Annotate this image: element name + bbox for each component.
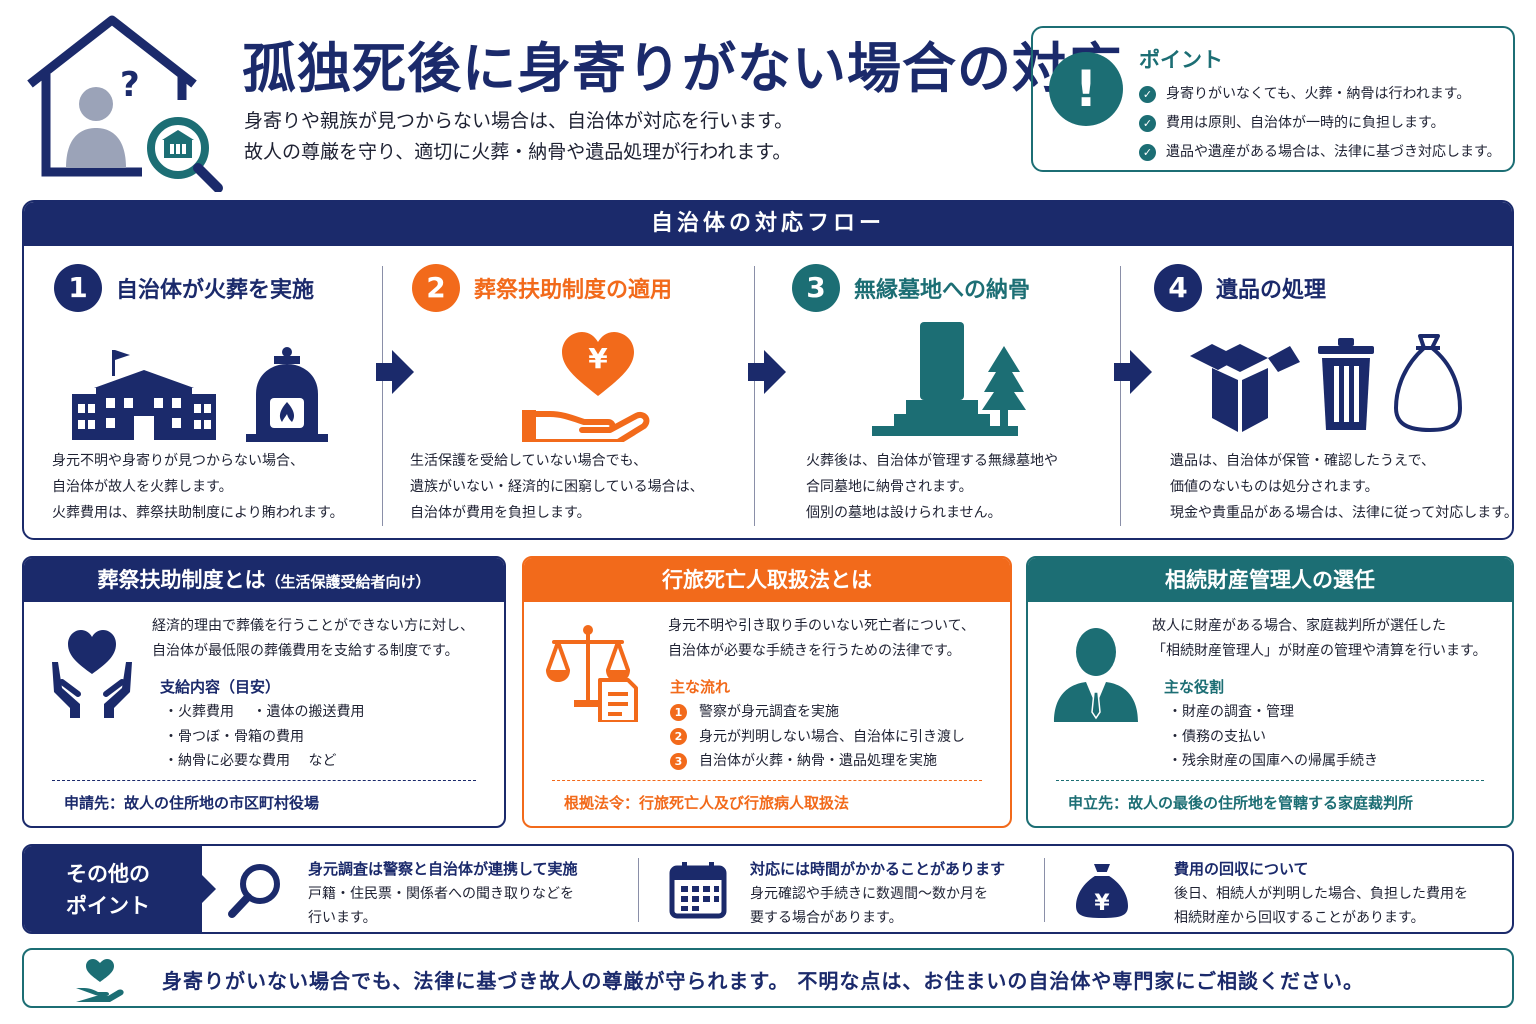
other-point-text: 後日、相続人が判明した場合、負担した費用を 相続財産から回収することがあります。: [1174, 886, 1468, 926]
heart-yen-hand-icon: ¥: [522, 332, 650, 442]
other-point-item: 身元調査は警察と自治体が連携して実施 戸籍・住民票・関係者への聞き取りなどを 行…: [224, 846, 644, 932]
card-title: 葬祭扶助制度とは（生活保護受給者向け）: [24, 558, 504, 602]
other-point-text: 身元確認や手続きに数週間〜数か月を 要する場合があります。: [750, 886, 988, 926]
card-divider: [1056, 780, 1484, 781]
step-title: 自治体が火葬を実施: [116, 278, 315, 303]
house-person-search-icon: ?: [27, 15, 223, 192]
card-list: ・火葬費用 ・遺体の搬送費用 ・骨つぼ・骨箱の費用 ・納骨に必要な費用 など: [164, 700, 364, 774]
point-list: ✓身寄りがいなくても、火葬・納骨は行われます。 ✓費用は原則、自治体が一時的に負…: [1139, 80, 1501, 167]
point-title: ポイント: [1139, 48, 1223, 72]
step-description: 遺品は、自治体が保管・確認したうえで、 価値のないものは処分されます。 現金や貴…: [1170, 453, 1514, 521]
flow-step-2: 2 葬祭扶助制度の適用 ¥ 生活保護を受給していない場合でも、 遺族がいない・経…: [382, 246, 752, 538]
step-description: 身元不明や身寄りが見つからない場合、 自治体が故人を火葬します。 火葬費用は、葬…: [52, 453, 344, 521]
flow-step-4: 4 遺品の処理 遺品は、自治体が保管・確認したうえで、 価値のないものは処分され…: [1120, 246, 1514, 538]
step-title: 葬祭扶助制度の適用: [474, 278, 673, 303]
point-box: ! ポイント ✓身寄りがいなくても、火葬・納骨は行われます。 ✓費用は原則、自治…: [1031, 26, 1515, 172]
card-title: 行旅死亡人取扱法とは: [524, 558, 1010, 602]
page-title: 孤独死後に身寄りがない場合の対応: [242, 37, 1122, 100]
card-footer: 申請先：故人の住所地の市区町村役場: [64, 794, 320, 812]
point-item: ✓身寄りがいなくても、火葬・納骨は行われます。: [1139, 80, 1501, 109]
city-hall-cremation-icon: [72, 347, 328, 442]
card-description: 故人に財産がある場合、家庭裁判所が選任した 「相続財産管理人」が財産の管理や清算…: [1152, 618, 1487, 659]
step-description: 生活保護を受給していない場合でも、 遺族がいない・経済的に困窮している場合は、 …: [410, 453, 704, 521]
step-divider: [382, 266, 383, 526]
check-icon: ✓: [1139, 115, 1156, 132]
step-title: 無縁墓地への納骨: [854, 278, 1031, 303]
page-subtitle: 身寄りや親族が見つからない場合は、自治体が対応を行います。 故人の尊厳を守り、適…: [244, 110, 794, 163]
footer-banner: 身寄りがいない場合でも、法律に基づき故人の尊厳が守られます。 不明な点は、お住ま…: [22, 948, 1514, 1008]
step-number: 3: [792, 264, 840, 312]
point-item: ✓遺品や遺産がある場合は、法律に基づき対応します。: [1139, 138, 1501, 167]
list-item: ・残余財産の国庫への帰属手続き: [1168, 753, 1378, 769]
card-description: 経済的理由で葬儀を行うことができない方に対し、 自治体が最低限の葬儀費用を支給す…: [152, 618, 474, 659]
gravestone-tree-icon: [872, 322, 1026, 436]
flow-arrow-icon: [1114, 350, 1152, 394]
flow-step-3: 3 無縁墓地への納骨 火葬後は、自治体が管理する無縁墓地や 合同墓地に納骨されま…: [754, 246, 1124, 538]
card-description: 身元不明や引き取り手のいない死亡者について、 自治体が必要な手続きを行うための法…: [668, 618, 975, 659]
other-point-title: 身元調査は警察と自治体が連携して実施: [308, 860, 578, 878]
heart-hands-icon: [52, 630, 132, 718]
box-trash-bag-icon: [1190, 334, 1462, 432]
step-number: 4: [1154, 264, 1202, 312]
flow-arrow-icon: [748, 350, 786, 394]
step-title: 遺品の処理: [1216, 278, 1327, 303]
flow-panel: 自治体の対応フロー 1 自治体が火葬を実施: [22, 200, 1514, 540]
card-divider: [552, 780, 982, 781]
sosai-card: 葬祭扶助制度とは（生活保護受給者向け） 経済的理由で葬儀を行うことができない方に…: [22, 556, 506, 828]
souzoku-card: 相続財産管理人の選任 故人に財産がある場合、家庭裁判所が選任した 「相続財産管理…: [1026, 556, 1514, 828]
heart-hand-icon: [76, 959, 124, 1002]
list-item: ・骨つぼ・骨箱の費用: [164, 728, 304, 745]
koryo-card: 行旅死亡人取扱法とは 身元不明や引き取り手のいない死亡者について、 自治体が必要…: [522, 556, 1012, 828]
yen-money-bag-icon: ¥: [1076, 864, 1128, 918]
card-footer: 申立先：故人の最後の住所地を管轄する家庭裁判所: [1068, 794, 1414, 812]
other-points-label: その他の ポイント: [24, 846, 216, 932]
check-icon: ✓: [1139, 86, 1156, 103]
flow-arrow-icon: [376, 350, 414, 394]
other-points-panel: その他の ポイント 身元調査は警察と自治体が連携して実施 戸籍・住民票・関係者へ…: [22, 844, 1514, 934]
other-point-divider: [638, 858, 639, 922]
list-item: ・財産の調査・管理: [1168, 704, 1294, 720]
svg-text:¥: ¥: [1094, 891, 1110, 916]
step-number: 2: [412, 264, 460, 312]
svg-text:?: ?: [120, 65, 140, 105]
magnifier-icon: [228, 864, 280, 918]
other-point-item: ¥ 費用の回収について 後日、相続人が判明した場合、負担した費用を 相続財産から…: [1068, 846, 1508, 932]
other-point-item: 対応には時間がかかることがあります 身元確認や手続きに数週間〜数か月を 要する場…: [664, 846, 1064, 932]
other-point-divider: [1044, 858, 1045, 922]
person-suit-icon: [1054, 628, 1138, 722]
scales-document-icon: [546, 625, 638, 722]
card-divider: [52, 780, 476, 781]
list-item: ・納骨に必要な費用 など: [164, 753, 337, 769]
other-point-text: 戸籍・住民票・関係者への聞き取りなどを 行います。: [308, 886, 574, 926]
card-subtitle: 主な流れ: [670, 678, 731, 696]
point-item: ✓費用は原則、自治体が一時的に負担します。: [1139, 109, 1501, 138]
step-number: 1: [54, 264, 102, 312]
svg-text:¥: ¥: [588, 342, 608, 375]
exclamation-icon: !: [1049, 52, 1123, 126]
other-point-title: 対応には時間がかかることがあります: [750, 860, 1006, 878]
other-point-title: 費用の回収について: [1174, 860, 1309, 878]
step-description: 火葬後は、自治体が管理する無縁墓地や 合同墓地に納骨されます。 個別の墓地は設け…: [806, 453, 1058, 521]
calendar-icon: [669, 862, 727, 919]
flow-step-1: 1 自治体が火葬を実施: [24, 246, 394, 538]
list-item: ・火葬費用 ・遺体の搬送費用: [164, 704, 365, 720]
card-list: ・財産の調査・管理 ・債務の支払い ・残余財産の国庫への帰属手続き: [1168, 700, 1378, 774]
card-subtitle: 支給内容（目安）: [160, 678, 281, 696]
card-subtitle: 主な役割: [1164, 678, 1225, 696]
step-divider: [754, 266, 755, 526]
flow-header: 自治体の対応フロー: [24, 202, 1512, 246]
step-divider: [1120, 266, 1121, 526]
check-icon: ✓: [1139, 144, 1156, 161]
card-footer: 根拠法令：行旅死亡人及び行旅病人取扱法: [564, 794, 850, 812]
list-item: ・債務の支払い: [1168, 728, 1266, 745]
footer-message: 身寄りがいない場合でも、法律に基づき故人の尊厳が守られます。 不明な点は、お住ま…: [162, 969, 1364, 993]
card-title: 相続財産管理人の選任: [1028, 558, 1512, 602]
